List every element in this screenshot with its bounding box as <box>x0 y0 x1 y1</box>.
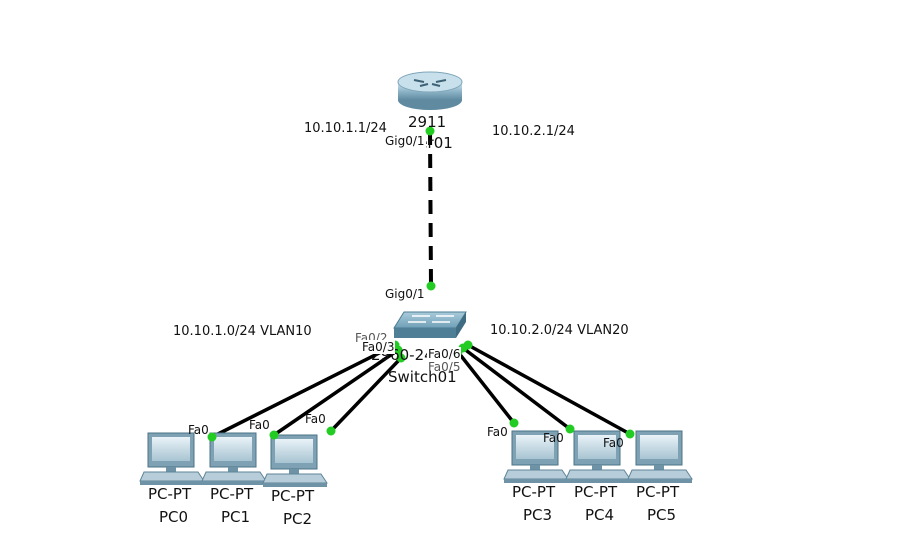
switch-fa6-port-label: Fa0/6 <box>427 347 462 361</box>
pc2-name-label: PC2 <box>283 510 313 528</box>
pc-icon[interactable] <box>201 432 267 485</box>
vlan20-gateway-label: 10.10.2.1/24 <box>492 124 575 139</box>
pc2-port-label: Fa0 <box>305 412 326 426</box>
router-model-label: 2911 <box>408 113 447 131</box>
switch-fa3-port-label: Fa0/3 <box>361 340 396 354</box>
router-switch-link[interactable] <box>428 130 433 287</box>
pc4-port-label: Fa0 <box>543 431 564 445</box>
pc5-port-label: Fa0 <box>603 436 624 450</box>
port-dot-pc5 <box>625 429 635 439</box>
pc1-name-label: PC1 <box>221 508 251 526</box>
port-dot-pc4 <box>565 424 575 434</box>
vlan10-gateway-label: 10.10.1.1/24 <box>304 121 387 136</box>
vlan10-network-label: 10.10.1.0/24 VLAN10 <box>173 324 312 339</box>
vlan20-network-label: 10.10.2.0/24 VLAN20 <box>490 323 629 338</box>
switch-icon[interactable] <box>393 311 467 338</box>
pc0-port-label: Fa0 <box>188 423 209 437</box>
pc-icon[interactable] <box>503 430 569 483</box>
link-pc1[interactable] <box>273 348 399 437</box>
pc-icon[interactable] <box>565 430 631 483</box>
link-pc2[interactable] <box>329 356 403 433</box>
pc-icon[interactable] <box>627 430 693 483</box>
pc-icon[interactable] <box>262 434 328 487</box>
pc1-type-label: PC-PT <box>210 485 254 503</box>
pc3-name-label: PC3 <box>523 506 553 524</box>
link-pc5[interactable] <box>467 343 631 436</box>
router-port-label: Gig0/1 <box>384 134 426 148</box>
pc5-name-label: PC5 <box>647 506 677 524</box>
port-dot-pc2 <box>326 426 336 436</box>
port-dot-router-gig <box>425 126 435 136</box>
pc1-port-label: Fa0 <box>249 418 270 432</box>
port-dot-pc1 <box>269 430 279 440</box>
router-icon[interactable] <box>397 71 463 110</box>
pc3-port-label: Fa0 <box>487 425 508 439</box>
port-dot-pc3 <box>509 418 519 428</box>
pc2-type-label: PC-PT <box>271 487 315 505</box>
switch-fa5-port-label: Fa0/5 <box>428 360 461 374</box>
port-dot-switch-fa6 <box>463 340 473 350</box>
port-dot-pc0 <box>207 432 217 442</box>
port-dot-switch-fa2 <box>393 345 403 355</box>
pc-icon[interactable] <box>139 432 205 485</box>
pc4-name-label: PC4 <box>585 506 615 524</box>
switch-name-label: Switch01 <box>388 368 457 386</box>
pc0-type-label: PC-PT <box>148 485 192 503</box>
pc5-type-label: PC-PT <box>636 483 680 501</box>
link-pc3[interactable] <box>456 350 516 425</box>
port-dot-switch-gig <box>426 281 436 291</box>
link-pc4[interactable] <box>461 346 572 431</box>
pc4-type-label: PC-PT <box>574 483 618 501</box>
port-dot-switch-fa3 <box>396 353 406 363</box>
switch-gig-port-label: Gig0/1 <box>385 287 425 301</box>
pc3-type-label: PC-PT <box>512 483 556 501</box>
link-pc0[interactable] <box>211 343 396 439</box>
pc0-name-label: PC0 <box>159 508 189 526</box>
